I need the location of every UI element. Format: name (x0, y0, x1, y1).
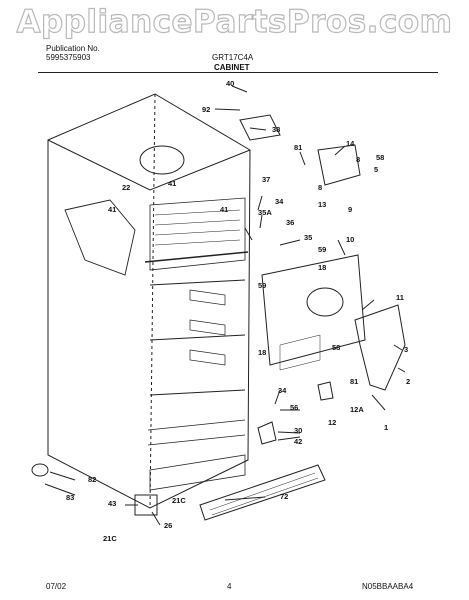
footer-date: 07/02 (46, 582, 67, 591)
part-callout-21c: 21C (172, 496, 186, 505)
publication-number: 5995375903 (46, 53, 91, 62)
part-callout-12a: 12A (350, 405, 364, 414)
part-callout-40: 40 (226, 79, 234, 88)
part-callout-37: 37 (262, 175, 270, 184)
part-callout-8: 8 (356, 155, 360, 164)
part-callout-41: 41 (168, 179, 176, 188)
part-callout-72: 72 (280, 492, 288, 501)
part-callout-34: 34 (278, 386, 287, 395)
part-callout-1: 1 (384, 423, 388, 432)
part-callout-58: 58 (376, 153, 384, 162)
part-callout-81: 81 (350, 377, 358, 386)
part-callout-36: 36 (286, 218, 294, 227)
part-callout-12: 12 (328, 418, 336, 427)
part-callout-2: 2 (406, 377, 410, 386)
part-callout-18: 18 (258, 348, 266, 357)
header-rule (38, 72, 438, 73)
part-callout-81: 81 (294, 143, 302, 152)
part-callout-43: 43 (108, 499, 116, 508)
part-callout-41: 41 (220, 205, 228, 214)
air-cover (354, 304, 406, 391)
part-callout-35: 35 (304, 233, 312, 242)
model-number: GRT17C4A (212, 53, 254, 62)
part-callout-30: 30 (294, 426, 302, 435)
part-callout-26: 26 (164, 521, 172, 530)
part-callout-56: 56 (290, 403, 298, 412)
part-callout-13: 13 (318, 200, 326, 209)
part-callout-59: 59 (318, 245, 326, 254)
part-callout-83: 83 (66, 493, 74, 502)
part-callout-5: 5 (374, 165, 378, 174)
part-callout-22: 22 (122, 183, 130, 192)
part-callout-18: 18 (318, 263, 326, 272)
publication-label: Publication No. (46, 44, 100, 53)
part-callout-41: 41 (108, 205, 116, 214)
part-callout-21c: 21C (103, 534, 117, 543)
toe-grille (199, 464, 326, 521)
watermark: AppliancePartsPros.com (16, 3, 453, 40)
cabinet-outline (47, 93, 251, 509)
part-callout-58: 58 (332, 343, 340, 352)
part-callout-92: 92 (202, 105, 210, 114)
part-callout-8: 8 (318, 183, 322, 192)
part-callout-34: 34 (275, 197, 284, 206)
part-callout-38: 38 (272, 125, 280, 134)
section-title: CABINET (214, 63, 250, 72)
part-callout-82: 82 (88, 475, 96, 484)
part-callout-10: 10 (346, 235, 354, 244)
part-callout-11: 11 (396, 293, 404, 302)
part-callout-3: 3 (404, 345, 408, 354)
part-callout-9: 9 (348, 205, 352, 214)
footer-page: 4 (227, 582, 232, 591)
part-callout-42: 42 (294, 437, 302, 446)
footer-code: N05BBAABA4 (362, 582, 414, 591)
control-panel (261, 254, 366, 366)
part-callout-14: 14 (346, 139, 355, 148)
part-callout-59: 59 (258, 281, 266, 290)
part-callout-35a: 35A (258, 208, 272, 217)
